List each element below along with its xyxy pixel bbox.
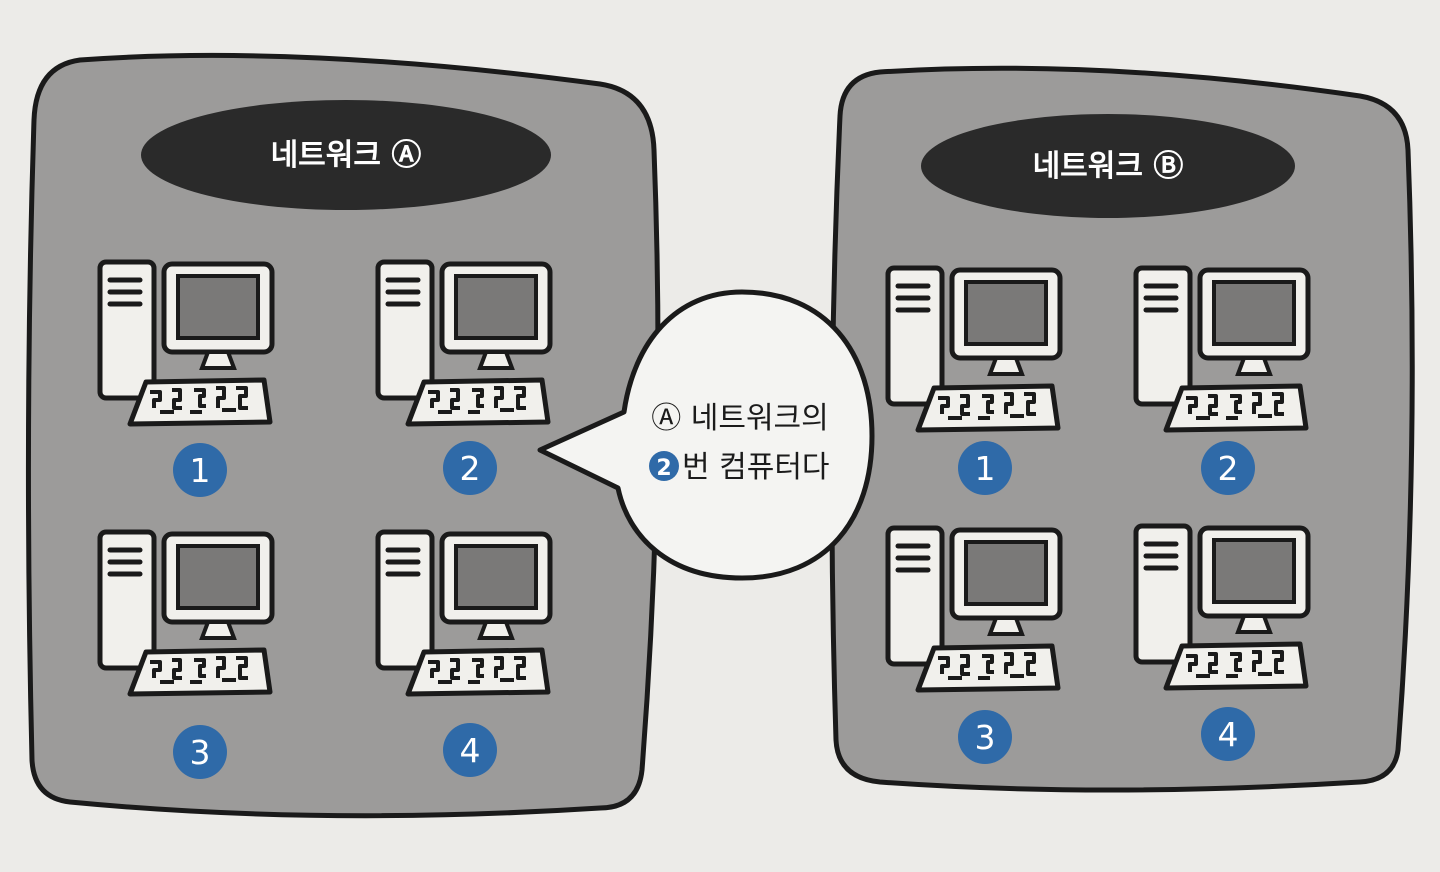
computer-number: 1: [190, 451, 211, 490]
desktop-computer-icon: [1136, 268, 1308, 430]
desktop-computer-icon: [888, 268, 1060, 430]
network-b-title-pill: 네트워크 Ⓑ: [921, 114, 1295, 218]
callout-badge-number: 2: [656, 456, 671, 481]
computer-number: 4: [1218, 715, 1239, 754]
computer-number: 4: [460, 731, 481, 770]
desktop-computer-icon: [378, 262, 550, 424]
network-a-title: 네트워크 Ⓐ: [271, 138, 422, 173]
computer-number: 2: [460, 449, 481, 488]
desktop-computer-icon: [100, 532, 272, 694]
desktop-computer-icon: [1136, 526, 1308, 688]
callout-line-2: 번 컴퓨터다: [682, 450, 830, 485]
desktop-computer-icon: [888, 528, 1060, 690]
desktop-computer-icon: [100, 262, 272, 424]
computer-number: 3: [975, 718, 996, 757]
desktop-computer-icon: [378, 532, 550, 694]
callout-line-1: Ⓐ 네트워크의: [651, 401, 829, 436]
network-a-title-pill: 네트워크 Ⓐ: [141, 100, 551, 210]
computer-number: 1: [975, 449, 996, 488]
computer-number: 2: [1218, 449, 1239, 488]
network-b-panel: 네트워크 Ⓑ 1 2 3 4: [832, 68, 1412, 790]
computer-number: 3: [190, 733, 211, 772]
network-b-title: 네트워크 Ⓑ: [1033, 149, 1184, 184]
network-a-panel: 네트워크 Ⓐ 1 2 3 4: [28, 55, 658, 815]
